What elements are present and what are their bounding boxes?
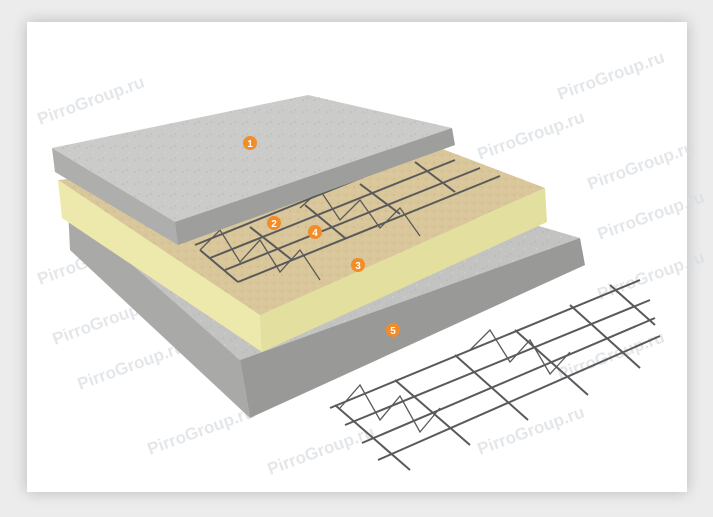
marker-4: 4 bbox=[308, 225, 322, 239]
marker-1-label: 1 bbox=[247, 139, 253, 150]
watermark-text: PirroGroup.ru bbox=[75, 337, 187, 393]
marker-5-label: 5 bbox=[390, 326, 396, 337]
marker-3: 3 bbox=[351, 258, 365, 272]
marker-2: 2 bbox=[267, 216, 281, 230]
watermark-text: PirroGroup.ru bbox=[145, 402, 257, 458]
watermark-text: PirroGroup.ru bbox=[555, 47, 667, 103]
marker-2-label: 2 bbox=[271, 219, 277, 230]
watermark-text: PirroGroup.ru bbox=[265, 422, 377, 478]
marker-1: 1 bbox=[243, 136, 257, 150]
watermark-text: PirroGroup.ru bbox=[595, 187, 707, 243]
marker-3-label: 3 bbox=[355, 261, 361, 272]
marker-4-label: 4 bbox=[312, 228, 318, 239]
watermark-text: PirroGroup.ru bbox=[585, 137, 697, 193]
watermark-text: PirroGroup.ru bbox=[475, 107, 587, 163]
watermark-text: PirroGroup.ru bbox=[595, 247, 707, 303]
marker-5: 5 bbox=[386, 323, 400, 337]
watermark-text: PirroGroup.ru bbox=[35, 72, 147, 128]
